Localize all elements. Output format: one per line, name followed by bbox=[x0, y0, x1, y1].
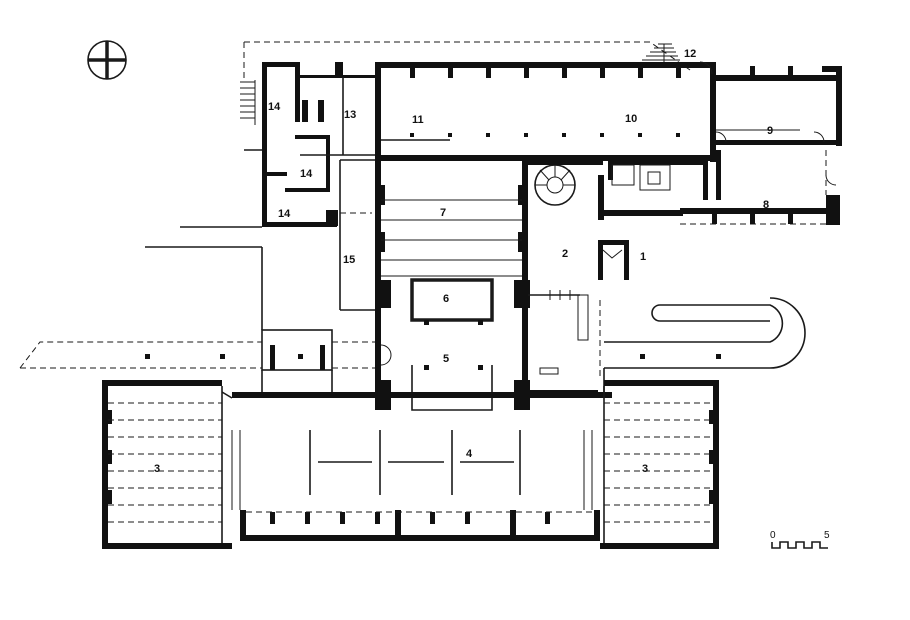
north-arrow-icon bbox=[87, 40, 127, 80]
room-label-7: 7 bbox=[440, 207, 446, 219]
scale-start-label: 0 bbox=[770, 530, 776, 541]
room-label-3-west: 3 bbox=[154, 463, 160, 475]
room-label-11: 11 bbox=[412, 114, 424, 126]
room-label-3-east: 3 bbox=[642, 463, 648, 475]
south-hall bbox=[231, 368, 612, 541]
room-label-12: 12 bbox=[684, 48, 696, 60]
service-wing bbox=[240, 41, 691, 227]
central-core bbox=[375, 160, 708, 411]
room-label-15: 15 bbox=[343, 254, 355, 266]
scale-bar: 0 5 bbox=[770, 530, 830, 549]
room-label-14-a: 14 bbox=[268, 101, 281, 113]
west-wing bbox=[102, 380, 233, 549]
room-label-10: 10 bbox=[625, 113, 637, 125]
room-label-14-b: 14 bbox=[300, 168, 313, 180]
room-label-6: 6 bbox=[443, 293, 449, 305]
east-wing bbox=[680, 66, 842, 225]
room-label-13: 13 bbox=[344, 109, 356, 121]
walkways bbox=[19, 226, 806, 371]
scale-end-label: 5 bbox=[824, 530, 830, 541]
room-label-9: 9 bbox=[767, 125, 773, 137]
corridor bbox=[339, 159, 375, 311]
room-label-5: 5 bbox=[443, 353, 449, 365]
room-label-8: 8 bbox=[763, 199, 769, 211]
room-label-2: 2 bbox=[562, 248, 568, 260]
room-labels: 1 2 3 3 4 5 6 7 8 9 10 11 12 13 14 14 14… bbox=[154, 48, 773, 475]
north-wing bbox=[375, 43, 716, 162]
room-label-4: 4 bbox=[466, 448, 473, 460]
east-south-wing bbox=[600, 380, 719, 549]
room-label-14-c: 14 bbox=[278, 208, 291, 220]
room-label-1: 1 bbox=[640, 251, 646, 263]
